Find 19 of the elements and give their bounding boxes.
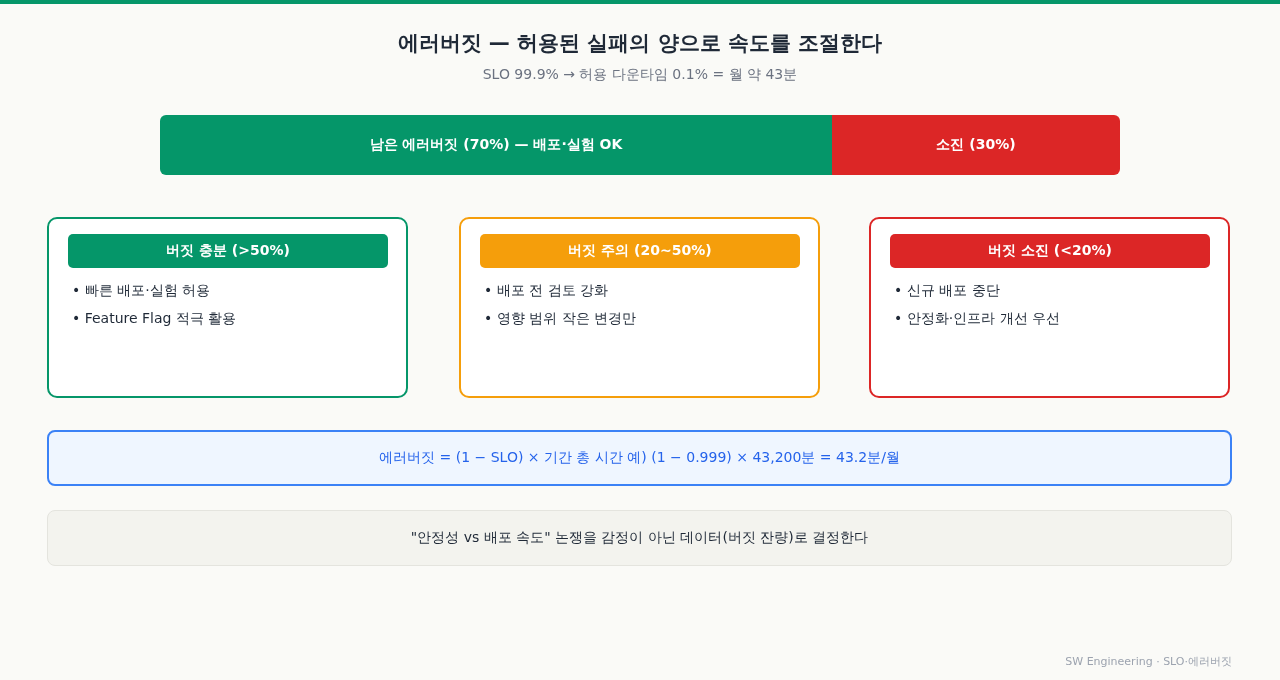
budget-bar-segment: 소진 (30%) (832, 115, 1120, 175)
budget-bar-segment: 남은 에러버짓 (70%) — 배포·실험 OK (160, 115, 832, 175)
bullet-item: • 안정화·인프라 개선 우선 (894, 309, 1061, 328)
status-header: 버짓 주의 (20~50%) (480, 234, 800, 268)
note-box: "안정성 vs 배포 속도" 논쟁을 감정이 아닌 데이터(버짓 잔량)로 결정한다 (47, 510, 1232, 566)
status-header: 버짓 충분 (>50%) (68, 234, 388, 268)
status-header: 버짓 소진 (<20%) (890, 234, 1210, 268)
diagram-title: 에러버짓 — 허용된 실패의 양으로 속도를 조절한다 (397, 31, 883, 55)
footer-text: SW Engineering · SLO·에러버짓 (1065, 655, 1232, 668)
bullet-item: • 영향 범위 작은 변경만 (484, 309, 637, 328)
formula-box: 에러버짓 = (1 − SLO) × 기간 총 시간 예) (1 − 0.999) × 43,200분 = 43.2분/월 (47, 430, 1232, 486)
bullet-item: • 배포 전 검토 강화 (484, 281, 609, 300)
bullet-item: • 빠른 배포·실험 허용 (72, 281, 211, 300)
status-card (869, 217, 1230, 398)
bullet-item: • 신규 배포 중단 (894, 281, 1000, 300)
status-card (47, 217, 408, 398)
bullet-item: • Feature Flag 적극 활용 (72, 309, 237, 328)
status-card (459, 217, 820, 398)
subtitle: SLO 99.9% → 허용 다운타임 0.1% = 월 약 43분 (482, 66, 798, 82)
